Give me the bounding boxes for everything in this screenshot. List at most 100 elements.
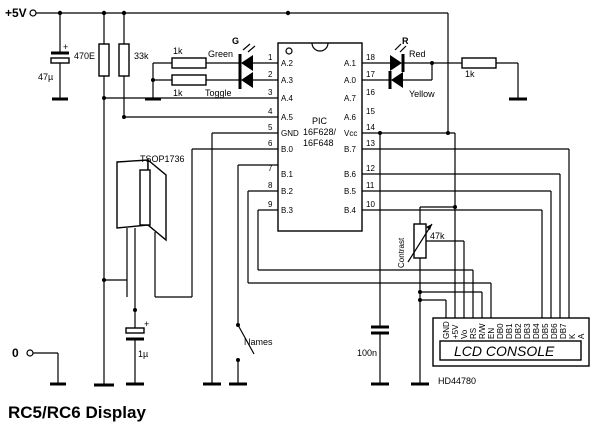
pin-10-num: 10 — [366, 200, 375, 209]
gnd-wire — [203, 132, 278, 386]
resistor-33k-label: 33k — [134, 51, 149, 61]
led-green-label: Green — [208, 49, 233, 59]
vcc-wire — [362, 13, 456, 318]
lcd-pin-8: DB1 — [505, 323, 514, 339]
led-green-tag: G — [232, 36, 239, 46]
lcd-pin-6: EN — [487, 328, 496, 339]
pin-6-name: B.0 — [281, 145, 294, 154]
mcu-name-2: 16F628/ — [303, 127, 337, 137]
pin-7-num: 7 — [268, 164, 273, 173]
lcd-pin-10: DB3 — [523, 323, 532, 339]
pin-15-name: A.6 — [344, 113, 357, 122]
capacitor-1u-label: 1µ — [138, 349, 148, 359]
pin-7-name: B.1 — [281, 170, 294, 179]
pin-2-num: 2 — [268, 70, 273, 79]
resistor-toggle-label: 1k — [173, 88, 183, 98]
pin-4-num: 4 — [268, 107, 273, 116]
lcd-pin-2: +5V — [451, 324, 460, 339]
pin-3-num: 3 — [268, 88, 273, 97]
pin-5-num: 5 — [268, 123, 273, 132]
led-yellow-label: Yellow — [409, 89, 435, 99]
lcd-pin-5: R/W — [478, 323, 487, 339]
led-red-tag: R — [402, 36, 409, 46]
lcd-pin-15: K — [568, 333, 577, 339]
led-left-branch — [145, 57, 240, 101]
pin-16-num: 16 — [366, 88, 375, 97]
pin-11-name: B.5 — [344, 187, 357, 196]
pin-16-name: A.7 — [344, 94, 357, 103]
lcd-pin-16: A — [577, 333, 586, 339]
lcd-pin-1: GND — [442, 321, 451, 339]
led-toggle-label: Toggle — [205, 88, 232, 98]
lcd-console-text: LCD CONSOLE — [454, 343, 555, 359]
capacitor-47u: + — [50, 13, 70, 101]
pot-value-label: 47k — [430, 231, 445, 241]
pin-13-name: B.7 — [344, 145, 357, 154]
pin-13-num: 13 — [366, 139, 375, 148]
pin-17-name: A.0 — [344, 76, 357, 85]
pin-10-name: B.4 — [344, 206, 357, 215]
pin-2-name: A.3 — [281, 76, 294, 85]
mcu-name-3: 16F648 — [303, 138, 334, 148]
pin-11-num: 11 — [366, 181, 375, 190]
pin-8-name: B.2 — [281, 187, 294, 196]
data-bus — [362, 148, 570, 318]
ir-receiver — [102, 148, 278, 320]
zero-label: 0 — [12, 346, 19, 360]
lcd-module — [432, 317, 590, 367]
led-green — [238, 43, 278, 72]
pin-12-num: 12 — [366, 164, 375, 173]
ir-receiver-label: TSOP1736 — [140, 154, 185, 164]
pin-1-name: A.2 — [281, 59, 294, 68]
pic-mcu — [277, 42, 363, 232]
supply-rail-5v — [29, 9, 448, 17]
pin-9-num: 9 — [268, 200, 273, 209]
resistor-red — [403, 57, 527, 101]
pin-3-name: A.4 — [281, 94, 294, 103]
resistor-green-label: 1k — [173, 46, 183, 56]
lcd-pin-14: DB7 — [559, 323, 568, 339]
lcd-pin-4: RS — [469, 328, 478, 339]
lcd-pin-13: DB6 — [550, 323, 559, 339]
led-red-label: Red — [409, 49, 426, 59]
names-switch-label: Names — [244, 337, 273, 347]
contrast-pot — [407, 205, 483, 386]
resistor-red-label: 1k — [465, 69, 475, 79]
zero-terminal — [26, 349, 66, 386]
control-lines — [247, 190, 492, 318]
pin-14-num: 14 — [366, 123, 375, 132]
pin-9-name: B.3 — [281, 206, 294, 215]
pin-14-name: Vcc — [344, 129, 357, 138]
pin-12-name: B.6 — [344, 170, 357, 179]
capacitor-100n-label: 100n — [357, 348, 377, 358]
lcd-pin-7: DB0 — [496, 323, 505, 339]
lcd-pin-12: DB5 — [541, 323, 550, 339]
mcu-name-1: PIC — [312, 116, 328, 126]
supply-5v-label: +5V — [5, 6, 27, 20]
resistor-470e — [94, 13, 114, 387]
lcd-pin-labels: GND +5V Vo RS R/W EN DB0 DB1 DB2 DB3 DB4… — [442, 321, 586, 339]
svg-text:+: + — [63, 42, 68, 52]
capacitor-1u: + — [125, 319, 149, 386]
pin-15-num: 15 — [366, 107, 375, 116]
diagram-title: RC5/RC6 Display — [8, 403, 146, 422]
capacitor-47u-label: 47µ — [38, 72, 53, 82]
mcu-left-pins: 1 A.2 2 A.3 3 A.4 4 A.5 5 GND 6 B.0 7 B.… — [268, 53, 299, 215]
lcd-pin-9: DB2 — [514, 323, 523, 339]
mcu-right-pins: 18 A.1 17 A.0 16 A.7 15 A.6 14 Vcc 13 B.… — [344, 53, 375, 215]
resistor-33k — [118, 13, 278, 118]
pin-17-num: 17 — [366, 70, 375, 79]
pin-6-num: 6 — [268, 139, 273, 148]
capacitor-100n — [371, 133, 389, 386]
pin-18-num: 18 — [366, 53, 375, 62]
pot-contrast-label: Contrast — [397, 237, 406, 268]
pin-1-num: 1 — [268, 53, 273, 62]
lcd-pin-11: DB4 — [532, 323, 541, 339]
led-toggle — [238, 71, 278, 89]
svg-text:+: + — [144, 319, 149, 329]
names-switch — [229, 164, 278, 386]
resistor-470e-label: 470E — [74, 51, 95, 61]
lcd-model-label: HD44780 — [438, 376, 476, 386]
lcd-pin-3: Vo — [460, 329, 469, 339]
